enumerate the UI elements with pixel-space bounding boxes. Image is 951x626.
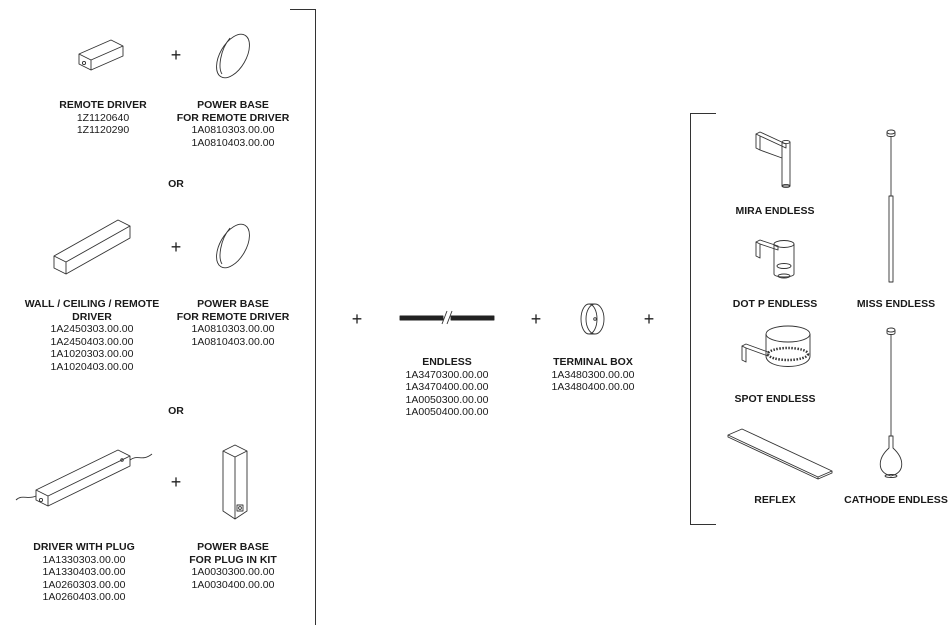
remote-driver-label: REMOTE DRIVER 1Z1120640 1Z1120290: [59, 99, 147, 136]
plus-sign: +: [530, 309, 542, 329]
cathode-endless-label: CATHODE ENDLESS: [844, 494, 948, 506]
reflex-label: REFLEX: [754, 494, 796, 506]
left-group-bracket: [290, 9, 316, 625]
power-base-icon: [216, 223, 250, 269]
mira-endless-icon: [755, 131, 791, 189]
power-base-icon: [216, 33, 250, 79]
mira-endless-label: MIRA ENDLESS: [735, 205, 815, 217]
wall-ceiling-driver-icon: [53, 219, 131, 275]
dot-p-endless-label: DOT P ENDLESS: [732, 298, 818, 310]
right-group-bracket: [690, 113, 716, 525]
plus-sign: +: [351, 309, 363, 329]
or-separator: OR: [168, 178, 184, 190]
driver-with-plug-label: DRIVER WITH PLUG 1A1330303.00.00 1A13304…: [33, 541, 135, 603]
terminal-box-icon: [580, 303, 605, 335]
dot-p-endless-icon: [755, 239, 795, 279]
plus-sign: +: [170, 45, 182, 65]
endless-profile-icon: [399, 310, 495, 325]
wall-ceiling-driver-label: WALL / CEILING / REMOTE DRIVER 1A2450303…: [24, 298, 160, 373]
or-separator: OR: [168, 405, 184, 417]
power-base-plug-icon: [222, 444, 248, 520]
power-base-remote-label: POWER BASE FOR REMOTE DRIVER 1A0810303.0…: [176, 99, 290, 149]
miss-endless-icon: [886, 129, 896, 283]
terminal-box-label: TERMINAL BOX 1A3480300.00.00 1A3480400.0…: [551, 356, 635, 393]
plus-sign: +: [643, 309, 655, 329]
cathode-endless-icon: [879, 327, 903, 478]
endless-label: ENDLESS 1A3470300.00.00 1A3470400.00.00 …: [405, 356, 489, 418]
plus-sign: +: [170, 472, 182, 492]
spot-endless-icon: [741, 325, 811, 367]
remote-driver-icon: [78, 39, 124, 71]
power-base-plug-label: POWER BASE FOR PLUG IN KIT 1A0030300.00.…: [189, 541, 277, 591]
miss-endless-label: MISS ENDLESS: [856, 298, 936, 310]
spot-endless-label: SPOT ENDLESS: [734, 393, 816, 405]
driver-with-plug-icon: [15, 449, 153, 507]
power-base-remote-label-2: POWER BASE FOR REMOTE DRIVER 1A0810303.0…: [176, 298, 290, 348]
reflex-icon: [727, 428, 833, 480]
plus-sign: +: [170, 237, 182, 257]
